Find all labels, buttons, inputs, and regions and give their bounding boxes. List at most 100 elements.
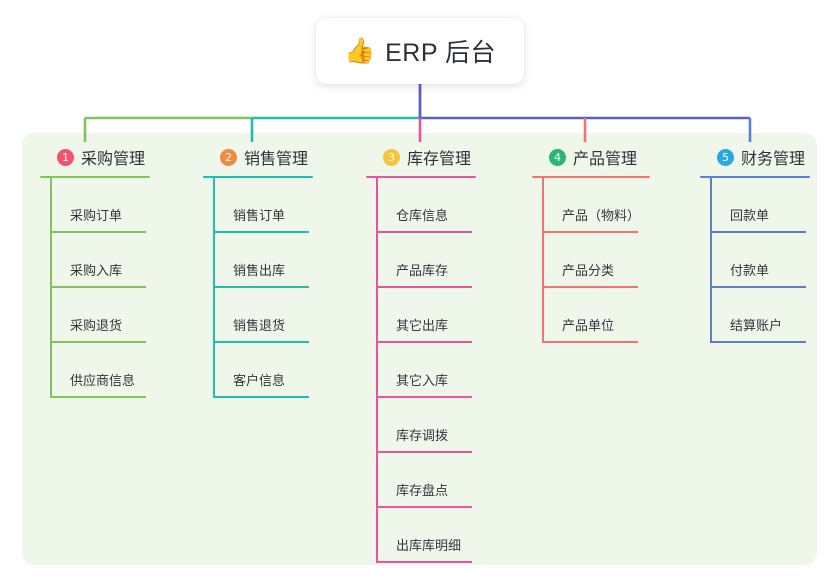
leaf-node[interactable]: 销售退货 xyxy=(203,288,353,343)
leaf-node-label: 产品分类 xyxy=(562,263,615,278)
branch-title-3: 库存管理 xyxy=(407,151,472,168)
leaf-node[interactable]: 产品单位 xyxy=(532,288,692,343)
branch-badge-4: 4 xyxy=(549,148,566,166)
leaf-node-label: 出库库明细 xyxy=(396,538,462,553)
leaf-node-label: 销售出库 xyxy=(233,263,286,278)
leaf-node-underline xyxy=(50,396,146,398)
branch-column-5: 5 财务管理回款单付款单结算账户 xyxy=(700,145,839,343)
leaf-node-underline xyxy=(376,286,472,288)
leaf-node-underline xyxy=(213,286,309,288)
leaf-node-label: 产品（物料） xyxy=(562,208,641,223)
leaf-node-underline xyxy=(376,451,472,453)
branch-header-3[interactable]: 3 库存管理 xyxy=(366,145,521,169)
leaf-node[interactable]: 出库库明细 xyxy=(366,508,521,563)
branch-title-4: 产品管理 xyxy=(573,151,638,168)
leaf-node-underline xyxy=(50,341,146,343)
leaf-node[interactable]: 销售订单 xyxy=(203,178,353,233)
leaf-node[interactable]: 供应商信息 xyxy=(40,343,190,398)
branch-children-5: 回款单付款单结算账户 xyxy=(700,178,839,343)
branch-children-3: 仓库信息产品库存其它出库其它入库库存调拨库存盘点出库库明细 xyxy=(366,178,521,563)
leaf-node-underline xyxy=(376,231,472,233)
leaf-node[interactable]: 客户信息 xyxy=(203,343,353,398)
branch-header-4[interactable]: 4 产品管理 xyxy=(532,145,692,169)
root-node-title: ERP 后台 xyxy=(385,39,497,67)
branch-children-2: 销售订单销售出库销售退货客户信息 xyxy=(203,178,353,398)
leaf-node[interactable]: 销售出库 xyxy=(203,233,353,288)
leaf-node-label: 其它入库 xyxy=(396,373,449,388)
leaf-node-label: 结算账户 xyxy=(730,318,783,333)
leaf-node-underline xyxy=(710,341,806,343)
leaf-node-underline xyxy=(50,231,146,233)
leaf-node-underline xyxy=(376,506,472,508)
leaf-node[interactable]: 付款单 xyxy=(700,233,839,288)
branch-column-4: 4 产品管理产品（物料） 产品分类产品单位 xyxy=(532,145,692,343)
leaf-node-underline xyxy=(376,396,472,398)
leaf-node[interactable]: 采购订单 xyxy=(40,178,190,233)
branch-column-1: 1 采购管理采购订单采购入库采购退货供应商信息 xyxy=(40,145,190,398)
leaf-node[interactable]: 结算账户 xyxy=(700,288,839,343)
leaf-node-underline xyxy=(50,286,146,288)
leaf-node[interactable]: 产品（物料） xyxy=(532,178,692,233)
leaf-node-label: 采购订单 xyxy=(70,208,123,223)
leaf-node-underline xyxy=(213,396,309,398)
leaf-node[interactable]: 产品库存 xyxy=(366,233,521,288)
leaf-node[interactable]: 其它入库 xyxy=(366,343,521,398)
root-node-content: 👍 ERP 后台 xyxy=(344,33,496,69)
leaf-node-label: 库存盘点 xyxy=(396,483,449,498)
leaf-node[interactable]: 库存盘点 xyxy=(366,453,521,508)
leaf-node-label: 产品库存 xyxy=(396,263,449,278)
leaf-node-label: 采购退货 xyxy=(70,318,123,333)
leaf-node-underline xyxy=(376,341,472,343)
leaf-node-label: 其它出库 xyxy=(396,318,449,333)
leaf-node-label: 销售订单 xyxy=(233,208,286,223)
branch-spine-1 xyxy=(50,178,52,398)
leaf-node[interactable]: 库存调拨 xyxy=(366,398,521,453)
branch-spine-3 xyxy=(376,178,378,563)
leaf-node-label: 付款单 xyxy=(730,263,770,278)
branch-title-1: 采购管理 xyxy=(81,151,146,168)
branch-title-5: 财务管理 xyxy=(741,151,806,168)
leaf-node[interactable]: 回款单 xyxy=(700,178,839,233)
branch-badge-2: 2 xyxy=(220,148,237,166)
leaf-node-label: 客户信息 xyxy=(233,373,286,388)
branch-underline-4 xyxy=(532,176,650,178)
leaf-node-label: 产品单位 xyxy=(562,318,615,333)
leaf-node-underline xyxy=(542,286,638,288)
leaf-node-underline xyxy=(213,231,309,233)
branch-underline-3 xyxy=(366,176,476,178)
branch-spine-4 xyxy=(542,178,544,343)
leaf-node-label: 采购入库 xyxy=(70,263,123,278)
branch-underline-5 xyxy=(700,176,810,178)
leaf-node[interactable]: 产品分类 xyxy=(532,233,692,288)
leaf-node-label: 库存调拨 xyxy=(396,428,449,443)
branch-children-1: 采购订单采购入库采购退货供应商信息 xyxy=(40,178,190,398)
thumbs-up-icon: 👍 xyxy=(343,36,376,65)
leaf-node-underline xyxy=(710,286,806,288)
leaf-node[interactable]: 采购入库 xyxy=(40,233,190,288)
leaf-node-underline xyxy=(710,231,806,233)
leaf-node-label: 供应商信息 xyxy=(70,373,136,388)
leaf-node[interactable]: 采购退货 xyxy=(40,288,190,343)
branch-badge-3: 3 xyxy=(383,148,400,166)
diagram-panel xyxy=(22,133,817,565)
leaf-node-underline xyxy=(542,231,638,233)
leaf-node-label: 销售退货 xyxy=(233,318,286,333)
branch-underline-2 xyxy=(203,176,313,178)
branch-header-1[interactable]: 1 采购管理 xyxy=(40,145,190,169)
root-node-erp-backend[interactable]: 👍 ERP 后台 xyxy=(316,18,524,84)
branch-badge-1: 1 xyxy=(57,148,74,166)
leaf-node[interactable]: 仓库信息 xyxy=(366,178,521,233)
leaf-node[interactable]: 其它出库 xyxy=(366,288,521,343)
leaf-node-underline xyxy=(213,341,309,343)
branch-header-5[interactable]: 5 财务管理 xyxy=(700,145,839,169)
branch-column-3: 3 库存管理仓库信息产品库存其它出库其它入库库存调拨库存盘点出库库明细 xyxy=(366,145,521,563)
leaf-node-label: 仓库信息 xyxy=(396,208,449,223)
branch-underline-1 xyxy=(40,176,150,178)
branch-spine-2 xyxy=(213,178,215,398)
branch-badge-5: 5 xyxy=(717,148,734,166)
leaf-node-label: 回款单 xyxy=(730,208,770,223)
